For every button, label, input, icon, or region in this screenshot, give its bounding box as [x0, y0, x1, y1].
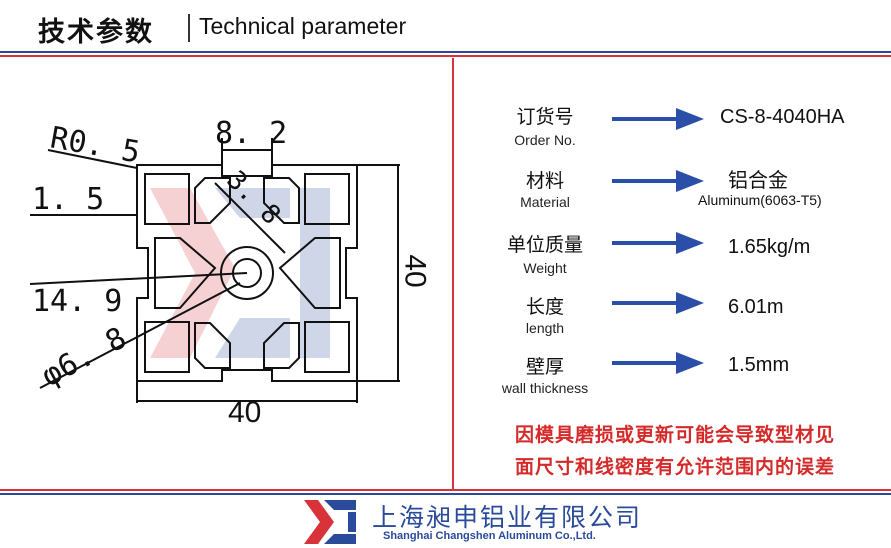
param-value: 铝合金 [728, 168, 788, 192]
param-label-cn: 订货号 [516, 106, 574, 128]
param-label-en: length [525, 320, 565, 336]
param-value: 6.01m [728, 296, 784, 318]
arrow-right-icon [612, 170, 704, 192]
param-value: CS-8-4040HA [720, 106, 845, 128]
param-label-cn: 壁厚 [525, 356, 564, 378]
dim-height: 40 [398, 254, 432, 288]
title-cn: 技术参数 [38, 17, 154, 48]
arrow-right-icon [612, 292, 704, 314]
param-label-cn: 单位质量 [506, 234, 583, 256]
param-label-en: Material [520, 194, 570, 210]
param-label-en: Order No. [514, 132, 576, 148]
param-wall-thickness: 壁厚 wall thickness 1.5mm [470, 350, 890, 406]
arrow-right-icon [612, 232, 704, 254]
dimension-lines [29, 138, 400, 403]
footer-rule-red [0, 489, 891, 491]
param-label-cn: 长度 [525, 296, 564, 318]
dim-top: 8. 2 [215, 116, 288, 151]
arrow-right-icon [612, 108, 704, 130]
header-rule-red [0, 55, 891, 57]
param-value: 1.5mm [728, 354, 790, 376]
footer-rule-blue [0, 493, 891, 495]
param-length: 长度 length 6.01m [470, 290, 890, 346]
title-en: Technical parameter [199, 13, 407, 39]
header-rule-blue [0, 51, 891, 53]
param-label-en: wall thickness [501, 380, 589, 396]
param-value: 1.65kg/m [728, 236, 811, 258]
profile-drawing-svg [29, 138, 400, 403]
param-material: 材料 Material 铝合金 Aluminum(6063-T5) [470, 162, 890, 218]
dim-wall: 1. 5 [32, 182, 105, 217]
column-separator [452, 58, 454, 490]
company-name-en: Shanghai Changshen Aluminum Co.,Ltd. [383, 530, 596, 542]
param-weight: 单位质量 Weight 1.65kg/m [470, 228, 890, 284]
company-logo [304, 500, 360, 548]
dim-width: 40 [228, 396, 262, 429]
company-logo-icon [304, 500, 356, 544]
header: 技术参数 Technical parameter [0, 0, 891, 52]
arrow-right-icon [612, 352, 704, 374]
title-separator [188, 14, 190, 42]
param-order-no: 订货号 Order No. CS-8-4040HA [470, 100, 890, 156]
warning-line-2: 面尺寸和线密度有允许范围内的误差 [514, 456, 835, 478]
profile-drawing: R0. 5 8. 2 1. 5 3. 8 14. 9 φ6. 8 40 40 [0, 58, 452, 490]
dim-center: 14. 9 [32, 284, 123, 319]
warning-line-1: 因模具磨损或更新可能会导致型材见 [514, 424, 835, 446]
param-label-en: Weight [523, 260, 567, 276]
param-label-cn: 材料 [525, 170, 564, 192]
company-name-cn: 上海昶申铝业有限公司 [372, 503, 643, 532]
param-value-sub: Aluminum(6063-T5) [698, 192, 822, 208]
